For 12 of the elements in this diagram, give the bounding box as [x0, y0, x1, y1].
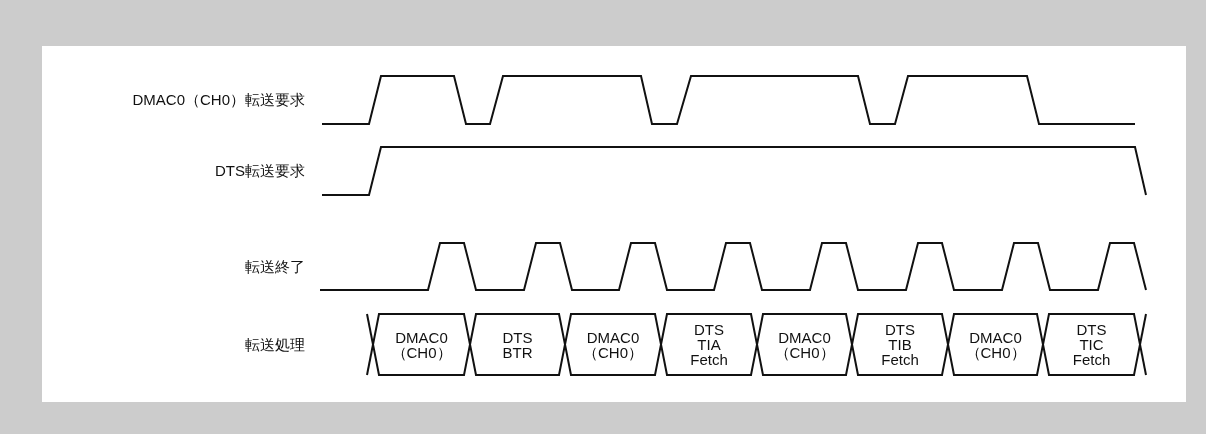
signal-name: DMAC0（CH0）転送要求 [132, 90, 305, 110]
bus-state-hexagon: DTS BTR [470, 314, 565, 375]
bus-state-hexagon: DMAC0 （CH0） [948, 314, 1043, 375]
bus-state-hexagon: DMAC0 （CH0） [373, 314, 470, 375]
signal-name: DTS転送要求 [215, 161, 305, 181]
bus-state-hexagon: DTS TIC Fetch [1043, 314, 1140, 375]
bus-state-hexagon: DTS TIA Fetch [661, 314, 757, 375]
bus-state-hexagon: DTS TIB Fetch [852, 314, 948, 375]
signal-name: 転送処理 [245, 335, 305, 355]
bus-state-hexagon: DMAC0 （CH0） [757, 314, 852, 375]
signal-name: 転送終了 [245, 257, 305, 277]
bus-state-hexagon: DMAC0 （CH0） [565, 314, 661, 375]
